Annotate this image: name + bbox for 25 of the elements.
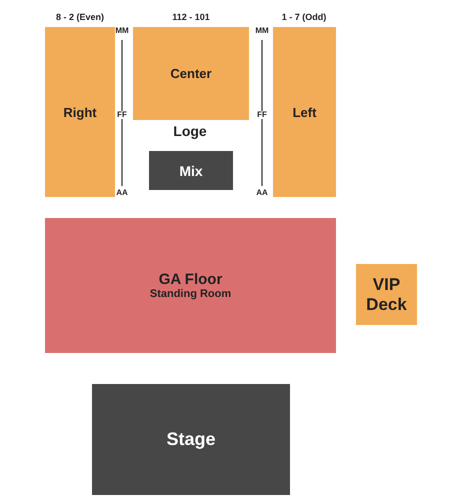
- row-label: FF: [257, 111, 267, 119]
- section-name: Left: [292, 104, 316, 120]
- section-name: Right: [63, 104, 97, 120]
- stage: [92, 384, 290, 495]
- right-section: [45, 27, 115, 197]
- floor-section: [45, 218, 336, 353]
- row-label: AA: [116, 189, 128, 197]
- center-section: [133, 27, 249, 120]
- row-label: MM: [115, 27, 129, 35]
- section-name: VIP Deck: [365, 274, 408, 314]
- section-subtitle: Standing Room: [150, 288, 232, 300]
- section-name: Center: [170, 66, 212, 81]
- row-label: MM: [255, 27, 269, 35]
- mix-area: [149, 151, 233, 190]
- seat-range-label: 1 - 7 (Odd): [282, 12, 326, 22]
- section-name: GA Floor: [158, 271, 222, 288]
- section-name: Mix: [179, 162, 203, 178]
- left-section: [273, 27, 336, 197]
- section-name: Stage: [166, 429, 216, 450]
- vip-deck-section: [356, 264, 417, 325]
- area-label: Loge: [173, 124, 207, 138]
- seat-range-label: 112 - 101: [172, 12, 210, 22]
- row-label: FF: [117, 111, 127, 119]
- row-label: AA: [256, 189, 268, 197]
- seat-range-label: 8 - 2 (Even): [56, 12, 104, 22]
